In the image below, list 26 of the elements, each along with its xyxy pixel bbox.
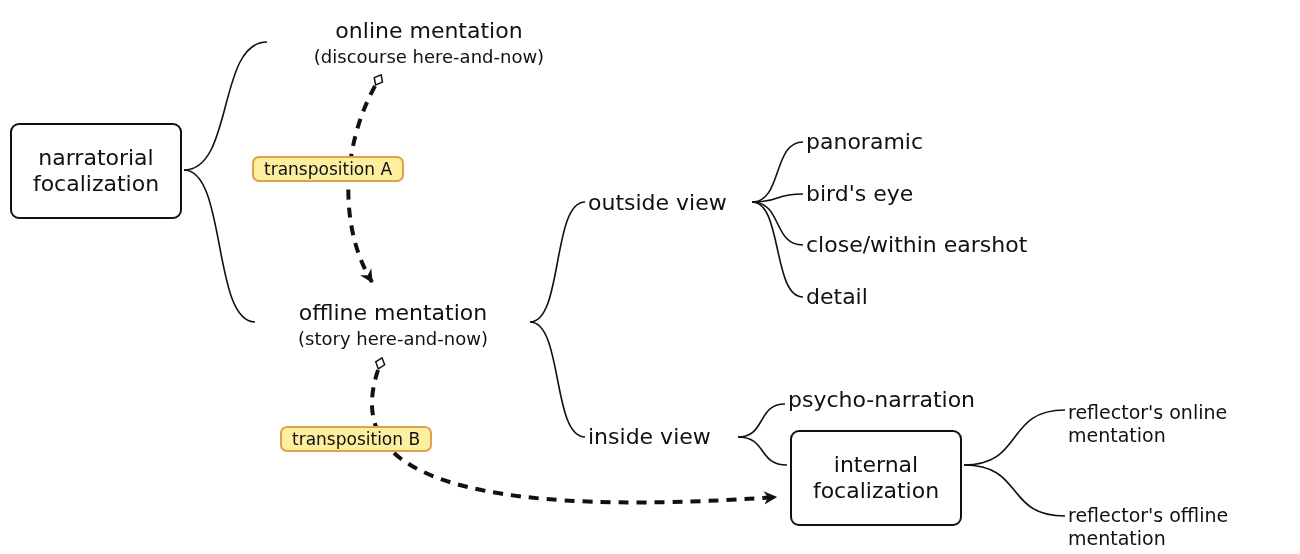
concept-label: psycho-narration: [788, 386, 976, 414]
connector-line: [737, 436, 788, 466]
connector-line: [183, 169, 256, 323]
concept-label: reflector's online mentation: [1068, 401, 1229, 447]
connector-line: [529, 321, 586, 438]
concept-label: close/within earshot: [806, 231, 1028, 259]
concept-subtitle: (story here-and-now): [298, 326, 488, 350]
concept-label: offline mentation: [298, 300, 488, 327]
concept-label: detail: [806, 283, 868, 311]
concept-box: [10, 123, 182, 219]
concept-label: narratorial focalization: [31, 144, 161, 198]
dashed-arrow: [370, 356, 778, 505]
edge-label: transposition A: [252, 156, 405, 182]
concept-label: bird's eye: [806, 180, 914, 208]
edge-label: transposition B: [280, 426, 433, 452]
connector-line: [751, 201, 804, 298]
dashed-arrow: [346, 73, 384, 284]
concept-label: inside view: [588, 423, 711, 451]
concept-label: internal focalization: [811, 451, 941, 505]
concept-subtitle: (discourse here-and-now): [313, 44, 545, 68]
concept-box: [790, 430, 962, 526]
concept-label: outside view: [588, 189, 727, 217]
concept-label: panoramic: [806, 128, 923, 156]
connector-line: [963, 464, 1066, 517]
concept-label: reflector's offline mentation: [1068, 503, 1230, 550]
concept-label: online mentation: [335, 18, 523, 45]
